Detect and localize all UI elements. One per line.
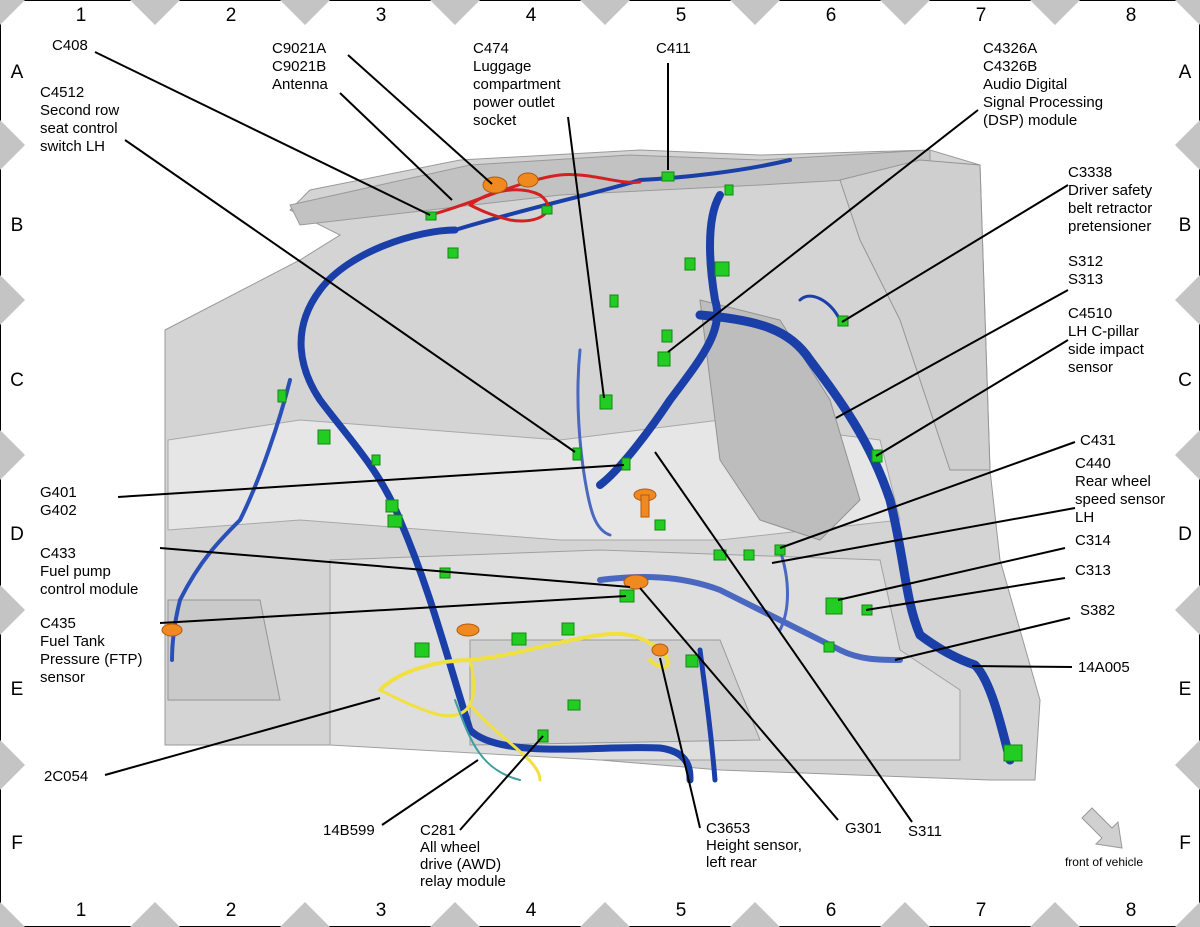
grid-row-d-right: D — [1178, 524, 1192, 545]
label-c313: C313 — [1075, 562, 1111, 579]
grid-col-8-bottom: 8 — [1126, 900, 1137, 921]
leader-lines — [94, 51, 1076, 831]
label-14a005: 14A005 — [1078, 659, 1130, 676]
label-14b599: 14B599 — [323, 822, 375, 839]
grid-row-e-right: E — [1179, 679, 1192, 700]
grid-col-3-top: 3 — [376, 5, 387, 26]
grid-col-4-top: 4 — [526, 5, 537, 26]
grid-row-a-right: A — [1179, 62, 1192, 83]
grid-col-6-top: 6 — [826, 5, 837, 26]
label-c9021: C9021A C9021B Antenna — [272, 40, 330, 93]
label-c408: C408 — [52, 37, 88, 54]
grid-col-1-bottom: 1 — [76, 900, 87, 921]
label-s312: S312 S313 — [1068, 253, 1107, 288]
label-c314: C314 — [1075, 532, 1111, 549]
grid-col-2-top: 2 — [226, 5, 237, 26]
grid-row-c-right: C — [1178, 370, 1192, 391]
label-c431: C431 — [1080, 432, 1116, 449]
label-c4510: C4510 LH C-pillar side impact sensor — [1068, 305, 1148, 376]
grid-col-5-top: 5 — [676, 5, 687, 26]
grid-col-8-top: 8 — [1126, 5, 1137, 26]
label-c3653: C3653 Height sensor, left rear — [706, 820, 806, 871]
label-c281: C281 All wheel drive (AWD) relay module — [420, 822, 506, 890]
grid-row-f-right: F — [1179, 833, 1191, 854]
label-c440: C440 Rear wheel speed sensor LH — [1075, 455, 1169, 526]
grid-col-6-bottom: 6 — [826, 900, 837, 921]
connectors — [277, 171, 1023, 762]
grid-col-3-bottom: 3 — [376, 900, 387, 921]
front-arrow-icon — [1081, 807, 1123, 849]
label-c411: C411 — [656, 40, 691, 57]
grid-col-7-bottom: 7 — [976, 900, 987, 921]
grid-row-b-right: B — [1179, 215, 1192, 236]
grid-row-a-left: A — [11, 62, 24, 83]
label-c3338: C3338 Driver safety belt retractor prete… — [1068, 164, 1156, 235]
label-2c054: 2C054 — [44, 768, 88, 785]
grid-row-e-left: E — [11, 679, 24, 700]
grid-row-c-left: C — [10, 370, 24, 391]
label-c4326: C4326A C4326B Audio Digital Signal Proce… — [983, 40, 1107, 129]
grid-col-1-top: 1 — [76, 5, 87, 26]
label-c433: C433 Fuel pump control module — [40, 545, 138, 598]
grid-col-2-bottom: 2 — [226, 900, 237, 921]
label-s311: S311 — [908, 823, 942, 840]
label-g401: G401 G402 — [40, 484, 81, 519]
callout-labels: C408 C4512 Second row seat control switc… — [40, 37, 1169, 890]
label-c474: C474 Luggage compartment power outlet so… — [473, 40, 565, 129]
label-c435: C435 Fuel Tank Pressure (FTP) sensor — [40, 615, 147, 686]
front-of-vehicle-label: front of vehicle — [1065, 855, 1143, 869]
grid-col-4-bottom: 4 — [526, 900, 537, 921]
grid-row-b-left: B — [11, 215, 24, 236]
label-s382: S382 — [1080, 602, 1115, 619]
vehicle-body — [164, 149, 1041, 781]
label-c4512: C4512 Second row seat control switch LH — [40, 84, 123, 155]
grid-col-5-bottom: 5 — [676, 900, 687, 921]
label-g301: G301 — [845, 820, 882, 837]
grid-row-d-left: D — [10, 524, 24, 545]
grid-row-f-left: F — [11, 833, 23, 854]
grid-col-7-top: 7 — [976, 5, 987, 26]
